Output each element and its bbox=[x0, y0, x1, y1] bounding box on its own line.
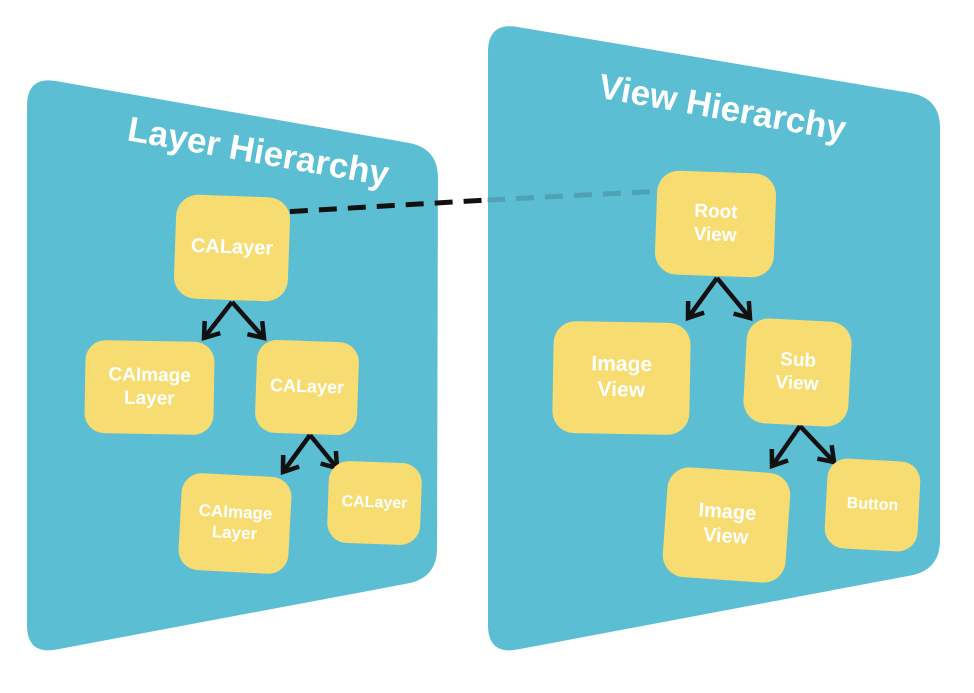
node-box[interactable] bbox=[84, 340, 215, 435]
node-label: CAImage bbox=[108, 364, 191, 386]
node-label: CALayer bbox=[270, 375, 345, 398]
node-label: View bbox=[702, 524, 749, 549]
edge-ca-layer-child-to-ca-image-layer-2 bbox=[280, 433, 312, 476]
edge-ca-layer-root-to-ca-layer-child bbox=[230, 300, 267, 341]
edge-line bbox=[715, 276, 752, 320]
node-box[interactable] bbox=[742, 317, 852, 427]
node-box[interactable] bbox=[824, 458, 922, 553]
edge-root-view-to-sub-view bbox=[715, 276, 753, 321]
node-box[interactable] bbox=[178, 472, 293, 575]
node-label: View bbox=[775, 372, 819, 395]
node-box[interactable] bbox=[173, 194, 291, 302]
nodes-group: CALayerCAImageLayerCALayerCAImageLayerCA… bbox=[84, 170, 922, 584]
node-label: View bbox=[597, 378, 646, 402]
edge-line bbox=[281, 433, 312, 474]
node-label: Sub bbox=[780, 349, 817, 372]
node-ca-layer-root[interactable]: CALayer bbox=[173, 194, 291, 302]
cross-link-faint-segment bbox=[486, 185, 723, 203]
edge-sub-view-to-button bbox=[798, 424, 837, 465]
node-box[interactable] bbox=[661, 466, 791, 584]
node-label: Layer bbox=[211, 522, 258, 543]
node-label: CALayer bbox=[191, 235, 274, 260]
node-box[interactable] bbox=[654, 170, 777, 278]
node-label: Button bbox=[846, 495, 898, 515]
edge-ca-layer-root-to-ca-image-layer-1 bbox=[201, 300, 234, 342]
arrow-head-icon bbox=[246, 320, 267, 341]
node-label: Image bbox=[591, 352, 652, 376]
edge-line bbox=[308, 433, 339, 470]
edge-line bbox=[202, 300, 234, 340]
node-label: View bbox=[693, 224, 737, 246]
arrow-head-icon bbox=[201, 320, 221, 342]
arrow-head-icon bbox=[769, 448, 789, 470]
node-box[interactable] bbox=[327, 460, 423, 545]
edge-root-view-to-image-view-1 bbox=[685, 276, 719, 322]
node-label: Root bbox=[694, 201, 739, 224]
node-label: Layer bbox=[124, 388, 176, 410]
node-box[interactable] bbox=[254, 339, 359, 436]
edge-sub-view-to-image-view-2 bbox=[769, 424, 802, 470]
edge-line bbox=[230, 300, 266, 340]
edge-line bbox=[798, 424, 836, 464]
arrow-head-icon bbox=[280, 454, 300, 476]
node-label: CALayer bbox=[341, 493, 407, 512]
arrow-head-icon bbox=[816, 444, 837, 465]
arrow-head-icon bbox=[685, 300, 705, 322]
arrow-head-icon bbox=[732, 300, 753, 321]
node-label: CAImage bbox=[198, 501, 273, 524]
edge-line bbox=[686, 276, 719, 320]
node-ca-layer-child[interactable]: CALayer bbox=[254, 339, 359, 436]
node-ca-layer-leaf[interactable]: CALayer bbox=[327, 460, 423, 545]
node-label: Image bbox=[698, 499, 757, 525]
node-button[interactable]: Button bbox=[824, 458, 922, 553]
edge-line bbox=[770, 424, 802, 468]
node-box[interactable] bbox=[552, 321, 691, 435]
